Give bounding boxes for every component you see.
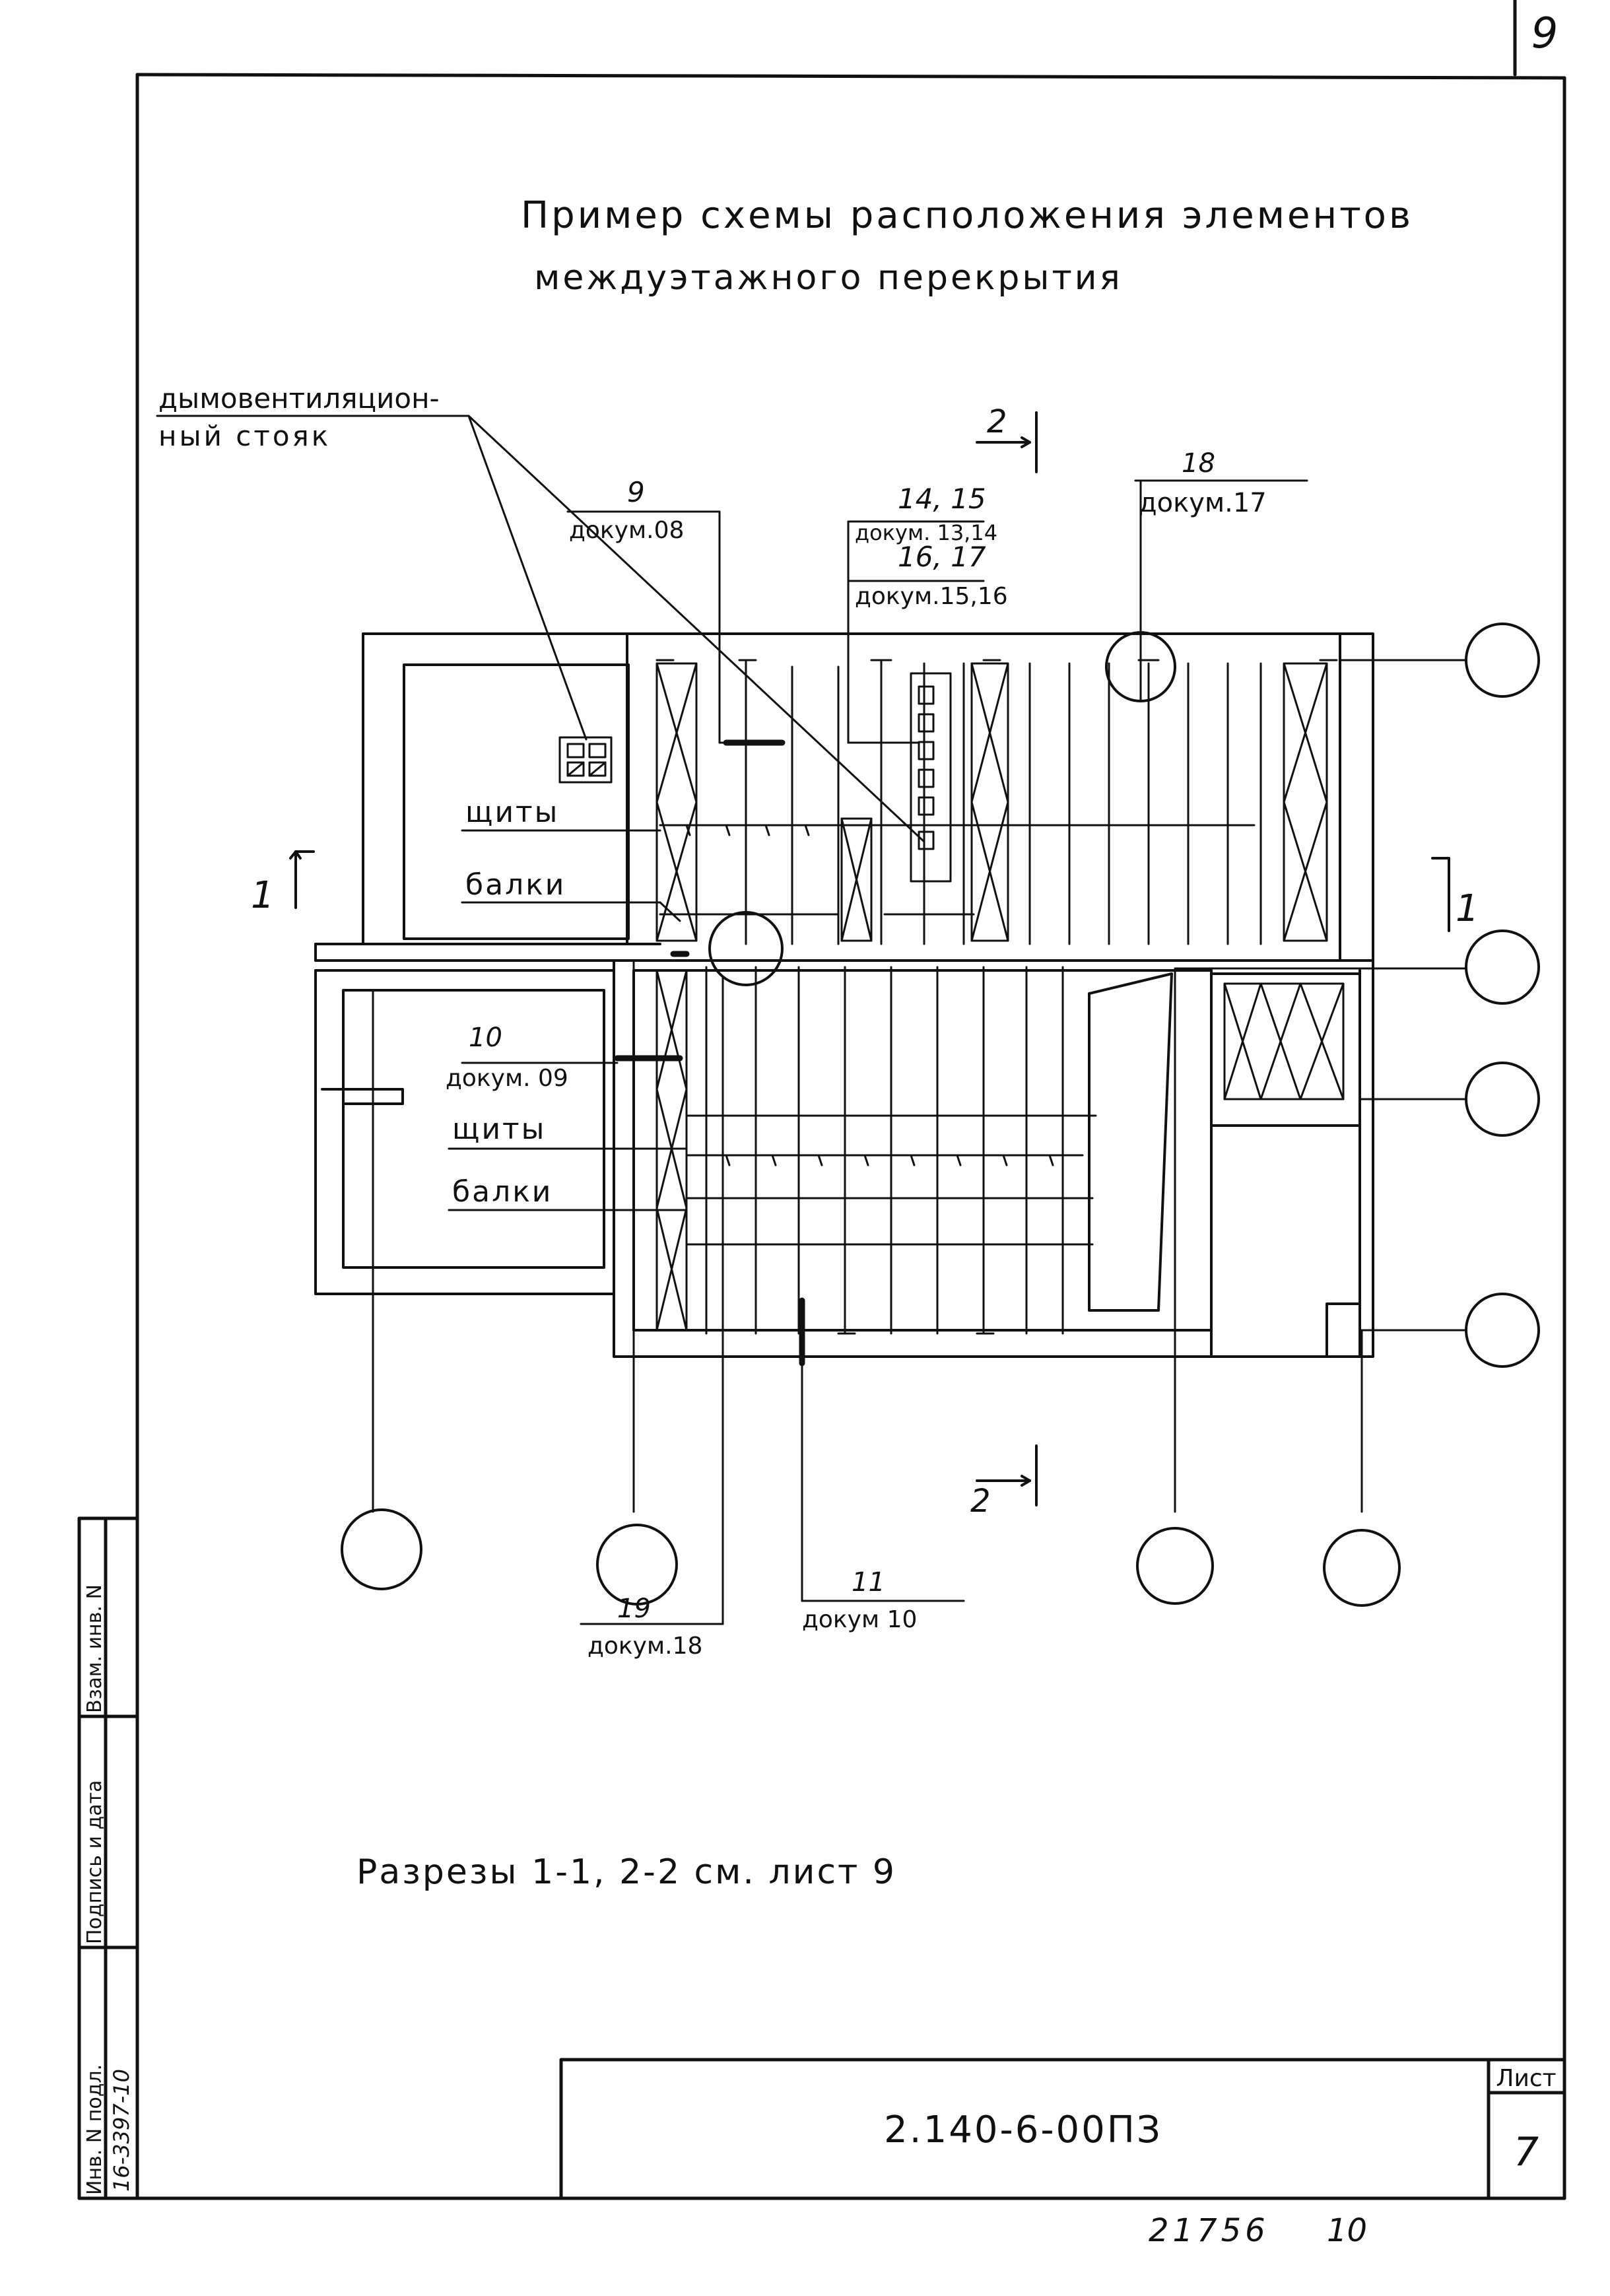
label-shields-upper: щиты <box>465 795 559 829</box>
riser-duct-cells <box>918 685 935 850</box>
callout-11-number: 11 <box>852 1567 885 1598</box>
section-2-top: 2 <box>987 403 1007 440</box>
axis-bubble-right-3 <box>1465 1062 1540 1137</box>
callout-16-number: 16, 17 <box>898 541 986 573</box>
axis-bubble-right-1 <box>1465 623 1540 698</box>
detail-circle-19 <box>708 911 784 986</box>
axis-lines <box>372 659 1467 1513</box>
callout-19-doc: докум.18 <box>587 1633 702 1660</box>
label-shields-lower: щиты <box>452 1112 546 1146</box>
bold-markers <box>614 739 805 1367</box>
callout-10-number: 10 <box>469 1023 502 1053</box>
order-number: 21756 <box>1149 2212 1269 2249</box>
stamp-podpis-data: Подпись и дата <box>83 1780 106 1945</box>
drawing-title-line1: Пример схемы расположения элементов <box>521 194 1413 237</box>
axis-bubble-bottom-3 <box>1136 1527 1214 1605</box>
callout-11-doc: докум 10 <box>802 1606 917 1633</box>
label-beams-upper: балки <box>465 868 566 902</box>
stamp-inv-value: 16-3397-10 <box>109 2069 134 2192</box>
axis-bubble-right-2 <box>1465 929 1540 1005</box>
sheet-number: 7 <box>1514 2129 1539 2175</box>
callout-9-doc: докум.08 <box>569 517 684 544</box>
axis-bubble-bottom-2 <box>596 1524 678 1605</box>
building-walls <box>314 632 1374 1358</box>
axis-bubble-right-4 <box>1465 1293 1540 1368</box>
side-stamp-frame <box>77 1516 139 2200</box>
callout-9-number: 9 <box>627 476 645 508</box>
lower-slab <box>655 959 1345 1335</box>
callout-10-doc: докум. 09 <box>446 1065 568 1092</box>
callout-18-number: 18 <box>1182 448 1215 479</box>
callout-14-number: 14, 15 <box>898 483 986 515</box>
upper-slab <box>655 659 1338 962</box>
sheet-label: Лист <box>1496 2065 1556 2092</box>
page-number: 9 <box>1531 9 1559 58</box>
ventilation-block <box>558 736 613 784</box>
axis-bubble-bottom-1 <box>341 1508 422 1590</box>
callout-18-doc: докум.17 <box>1139 488 1267 518</box>
callout-14-doc: докум. 13,14 <box>855 520 997 545</box>
sections-note: Разрезы 1-1, 2-2 см. лист 9 <box>356 1852 896 1892</box>
section-2-bottom: 2 <box>970 1483 991 1520</box>
callout-19-number: 19 <box>617 1594 651 1624</box>
stamp-inv-podl: Инв. N подл. <box>83 2064 106 2195</box>
stamp-vzam-inv: Взам. инв. N <box>83 1584 106 1713</box>
label-beams-lower: балки <box>452 1175 553 1209</box>
smoke-riser-label-1: дымовентиляцион- <box>158 382 440 415</box>
section-marks <box>289 411 1450 1506</box>
title-block-frame <box>559 2058 1566 2200</box>
axis-bubble-bottom-4 <box>1323 1529 1401 1607</box>
document-code: 2.140-6-00ПЗ <box>884 2109 1162 2151</box>
drawing-title-line2: междуэтажного перекрытия <box>534 258 1123 298</box>
leader-lines <box>156 415 1308 1625</box>
smoke-riser-label-2: ный стояк <box>158 420 331 452</box>
section-1-right: 1 <box>1456 887 1479 930</box>
callout-16-doc: докум.15,16 <box>855 583 1008 610</box>
axis-bubbles <box>341 623 1540 1607</box>
section-1-left: 1 <box>251 874 275 917</box>
format-number: 10 <box>1327 2212 1367 2249</box>
